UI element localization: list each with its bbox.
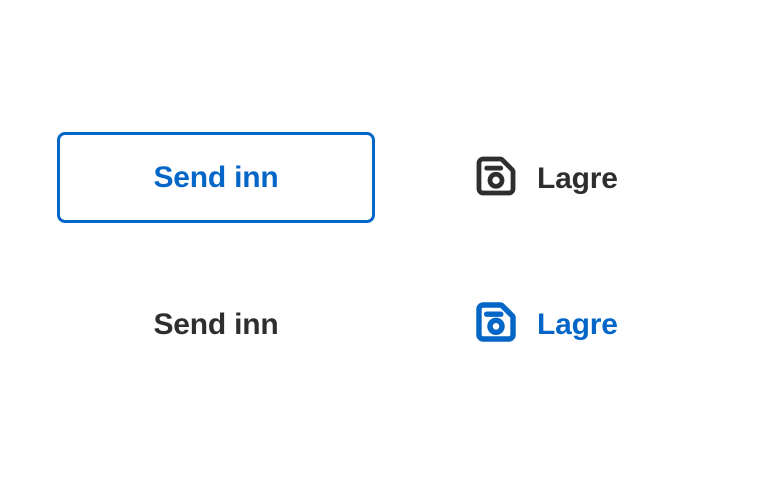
lagre-button-label: Lagre xyxy=(537,308,618,341)
send-inn-button-label: Send inn xyxy=(153,308,279,341)
lagre-button-label: Lagre xyxy=(537,162,618,195)
floppydisk-icon xyxy=(475,301,517,343)
floppydisk-icon xyxy=(475,155,517,197)
send-inn-tertiary-neutral-button[interactable]: Send inn xyxy=(57,303,375,341)
lagre-tertiary-button[interactable]: Lagre xyxy=(475,301,618,343)
send-inn-secondary-button[interactable]: Send inn xyxy=(57,132,375,223)
lagre-tertiary-neutral-button[interactable]: Lagre xyxy=(475,155,618,197)
